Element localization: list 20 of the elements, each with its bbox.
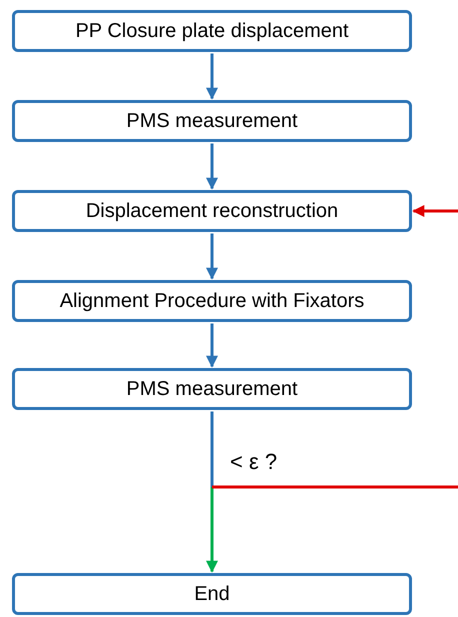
process-box [12,368,412,410]
arrow [206,144,218,190]
connector-line [210,412,214,487]
arrow [206,234,218,280]
connector-line [212,486,458,488]
arrow [206,324,218,368]
arrow [206,54,218,100]
box-label: Displacement reconstruction [86,201,338,221]
box-label: PMS measurement [126,379,298,399]
box-label: Alignment Procedure with Fixators [60,291,364,311]
process-box [12,100,412,142]
process-box [12,280,412,322]
arrow [412,205,458,217]
process-box [12,573,412,615]
box-label: End [194,584,230,604]
box-label: PP Closure plate displacement [75,21,349,41]
box-label: PMS measurement [126,111,298,131]
process-box [12,190,412,232]
arrow [206,487,218,573]
process-box [12,10,412,52]
